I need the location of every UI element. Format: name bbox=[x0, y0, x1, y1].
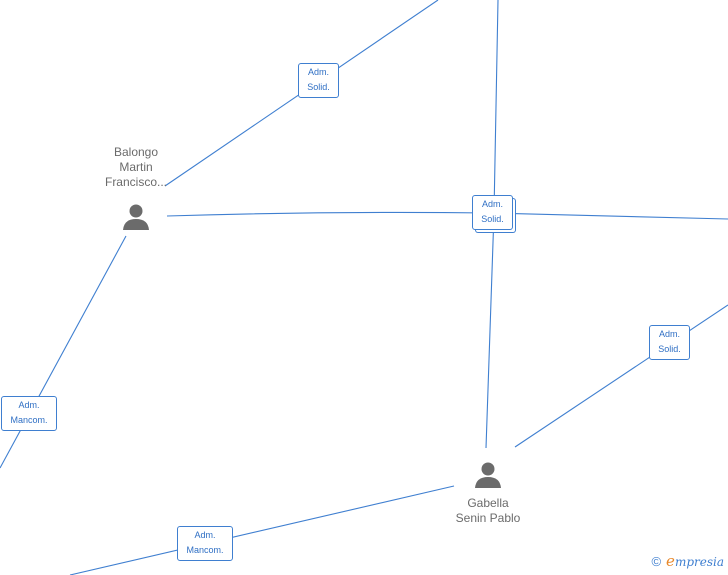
relation-role: Adm. bbox=[658, 329, 680, 339]
relation-label[interactable]: Adm. Solid. bbox=[472, 195, 513, 230]
edge-gabella-left bbox=[69, 485, 455, 575]
person-icon bbox=[475, 462, 501, 488]
person-name-line: Gabella bbox=[467, 496, 509, 510]
logo-text: mpresia bbox=[674, 555, 724, 569]
relation-label[interactable]: Adm. Mancom. bbox=[177, 526, 233, 561]
person-icon bbox=[123, 204, 149, 230]
person-name-line: Senin Pablo bbox=[455, 511, 521, 525]
relation-type: Mancom. bbox=[10, 415, 48, 425]
edge-balongo-right bbox=[166, 211, 728, 220]
empresia-logo[interactable]: empresia bbox=[666, 552, 724, 570]
relation-role: Adm. bbox=[194, 530, 216, 540]
relation-type: Solid. bbox=[307, 82, 330, 92]
relation-type: Mancom. bbox=[186, 545, 224, 555]
relation-role: Adm. bbox=[481, 199, 503, 209]
person-node-balongo[interactable]: Balongo Martin Francisco... bbox=[96, 145, 176, 232]
footer-brand: © empresia bbox=[651, 552, 724, 570]
relation-role: Adm. bbox=[307, 67, 329, 77]
person-node-gabella[interactable]: Gabella Senin Pablo bbox=[446, 460, 530, 526]
person-name-line: Francisco... bbox=[104, 175, 167, 189]
relation-label[interactable]: Adm. Solid. bbox=[298, 63, 339, 98]
logo-initial: e bbox=[666, 552, 675, 570]
relation-role: Adm. bbox=[18, 400, 40, 410]
copyright-icon: © bbox=[651, 553, 662, 569]
relation-label[interactable]: Adm. Solid. bbox=[649, 325, 690, 360]
person-name-line: Balongo bbox=[113, 145, 159, 159]
edge-balongo-left bbox=[0, 235, 127, 469]
relation-label[interactable]: Adm. Mancom. bbox=[1, 396, 57, 431]
edge-gabella-right bbox=[514, 304, 728, 448]
relation-type: Solid. bbox=[658, 344, 681, 354]
relation-type: Solid. bbox=[481, 214, 504, 224]
person-name-line: Martin bbox=[119, 160, 153, 174]
